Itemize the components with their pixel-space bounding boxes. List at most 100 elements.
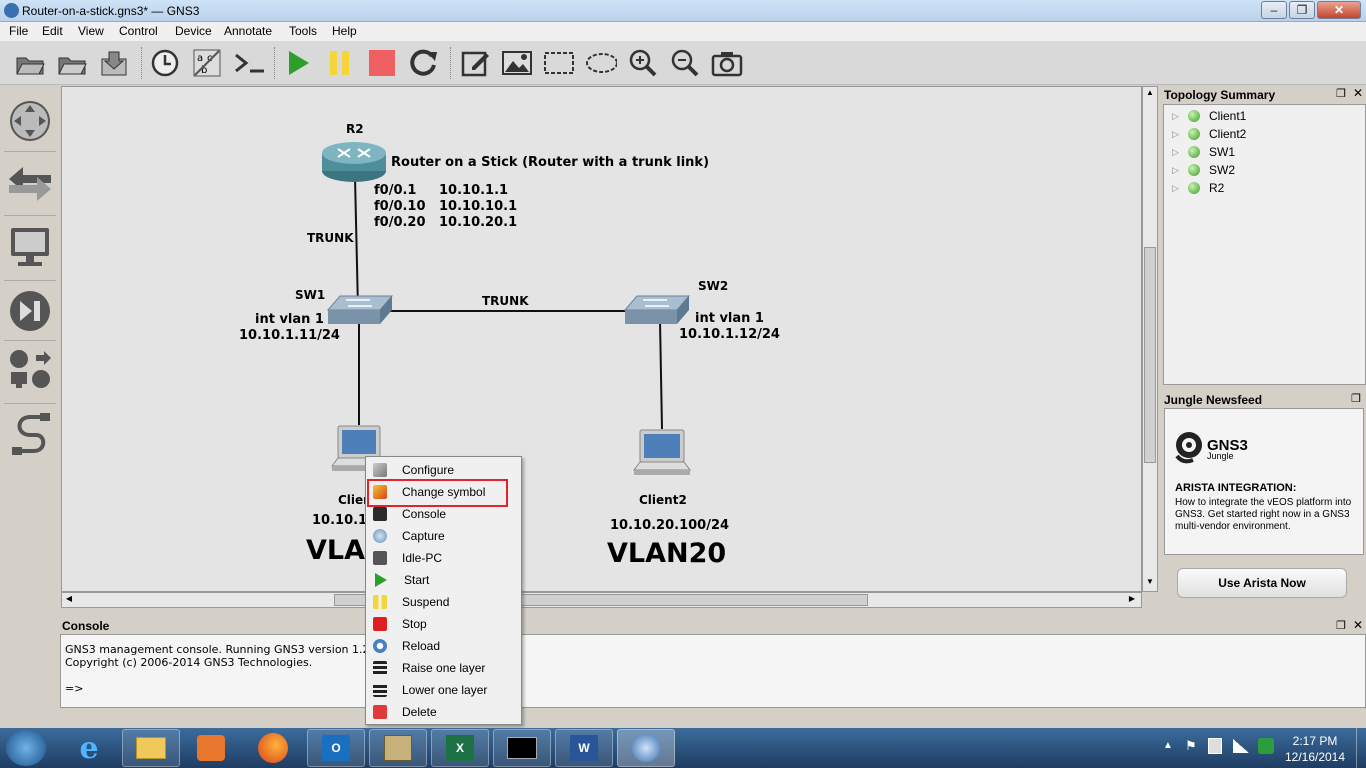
insert-image-button[interactable] xyxy=(501,47,533,79)
note-vlan20[interactable]: VLAN20 xyxy=(607,538,727,569)
note-sw2-vlan[interactable]: int vlan 1 xyxy=(695,311,764,326)
browse-end-devices-button[interactable] xyxy=(6,221,54,273)
ctx-idle-pc[interactable]: Idle-PC xyxy=(366,547,521,569)
browse-switches-button[interactable] xyxy=(6,157,54,209)
note-r2-interfaces[interactable]: f0/0.1 f0/0.10 f0/0.20 xyxy=(374,183,426,230)
clock-date[interactable]: 12/16/2014 xyxy=(1284,750,1346,764)
menu-file[interactable]: File xyxy=(9,24,29,38)
taskbar-firefox[interactable] xyxy=(244,729,302,767)
canvas-vertical-scrollbar[interactable]: ▲ ▼ xyxy=(1142,86,1158,592)
taskbar-app[interactable] xyxy=(369,729,427,767)
topology-canvas[interactable]: R2 SW1 SW2 Clien Client2 Router on a Sti… xyxy=(61,86,1142,592)
console-output[interactable]: GNS3 management console. Running GNS3 ve… xyxy=(60,634,1366,708)
close-panel-icon[interactable]: ✕ xyxy=(1353,618,1364,632)
expand-arrow-icon[interactable]: ▷ xyxy=(1172,110,1179,121)
device-icon[interactable] xyxy=(1208,738,1222,754)
scroll-up-arrow-icon[interactable]: ▲ xyxy=(1146,88,1154,97)
snapshot-button[interactable] xyxy=(149,47,181,79)
undock-icon[interactable]: ❐ xyxy=(1336,88,1346,100)
note-sw2-ip[interactable]: 10.10.1.12/24 xyxy=(679,327,780,342)
scroll-down-arrow-icon[interactable]: ▼ xyxy=(1146,577,1154,586)
new-project-folder-button[interactable] xyxy=(14,47,46,79)
expand-arrow-icon[interactable]: ▷ xyxy=(1172,128,1179,139)
summary-item-client1[interactable]: ▷Client1 xyxy=(1172,109,1247,123)
menu-edit[interactable]: Edit xyxy=(42,24,63,38)
ctx-delete[interactable]: Delete xyxy=(366,701,521,723)
add-link-button[interactable] xyxy=(6,409,54,461)
menu-tools[interactable]: Tools xyxy=(289,24,318,38)
suspend-all-button[interactable] xyxy=(324,47,356,79)
taskbar-explorer[interactable] xyxy=(122,729,180,767)
summary-item-sw1[interactable]: ▷SW1 xyxy=(1172,145,1236,159)
summary-item-r2[interactable]: ▷R2 xyxy=(1172,181,1225,195)
menu-annotate[interactable]: Annotate xyxy=(224,24,273,38)
save-project-button[interactable] xyxy=(98,47,130,79)
browse-routers-button[interactable] xyxy=(6,95,54,147)
action-center-flag-icon[interactable]: ⚑ xyxy=(1185,738,1197,753)
taskbar-excel[interactable]: X xyxy=(431,729,489,767)
screenshot-button[interactable] xyxy=(711,47,743,79)
summary-item-client2[interactable]: ▷Client2 xyxy=(1172,127,1247,141)
ctx-configure[interactable]: Configure xyxy=(366,459,521,481)
note-client2-ip[interactable]: 10.10.20.100/24 xyxy=(610,518,730,533)
undock-icon[interactable]: ❐ xyxy=(1336,620,1346,632)
minimize-button[interactable]: – xyxy=(1261,1,1287,19)
ctx-console[interactable]: Console xyxy=(366,503,521,525)
menu-help[interactable]: Help xyxy=(332,24,357,38)
vertical-scroll-thumb[interactable] xyxy=(1144,247,1156,463)
console-all-button[interactable] xyxy=(233,47,265,79)
sync-status-icon[interactable] xyxy=(1258,738,1274,754)
note-r2-ips[interactable]: 10.10.1.1 10.10.10.1 10.10.20.1 xyxy=(439,183,518,230)
zoom-in-button[interactable] xyxy=(627,47,659,79)
menu-control[interactable]: Control xyxy=(119,24,158,38)
note-sw1-ip[interactable]: 10.10.1.11/24 xyxy=(239,328,340,343)
ctx-change-symbol[interactable]: Change symbol xyxy=(366,481,521,503)
canvas-horizontal-scrollbar[interactable]: ◀ ▶ xyxy=(61,592,1142,608)
start-all-button[interactable] xyxy=(282,47,314,79)
note-title[interactable]: Router on a Stick (Router with a trunk l… xyxy=(391,155,710,170)
taskbar-word[interactable]: W xyxy=(555,729,613,767)
add-note-button[interactable] xyxy=(459,47,491,79)
expand-arrow-icon[interactable]: ▷ xyxy=(1172,146,1179,157)
link-r2-sw1[interactable] xyxy=(354,176,359,310)
start-button[interactable] xyxy=(6,730,46,766)
show-desktop-button[interactable] xyxy=(1356,728,1366,768)
close-button[interactable]: ✕ xyxy=(1317,1,1361,19)
router-r2-icon[interactable] xyxy=(320,139,388,185)
expand-arrow-icon[interactable]: ▷ xyxy=(1172,182,1179,193)
taskbar-cmd[interactable] xyxy=(493,729,551,767)
note-client1-ip[interactable]: 10.10.10 xyxy=(312,513,377,528)
taskbar-media-player[interactable] xyxy=(182,729,240,767)
ctx-reload[interactable]: Reload xyxy=(366,635,521,657)
stop-all-button[interactable] xyxy=(366,47,398,79)
expand-arrow-icon[interactable]: ▷ xyxy=(1172,164,1179,175)
summary-item-sw2[interactable]: ▷SW2 xyxy=(1172,163,1236,177)
ctx-lower-layer[interactable]: Lower one layer xyxy=(366,679,521,701)
client1-laptop-icon[interactable] xyxy=(330,424,388,476)
taskbar-outlook[interactable]: O xyxy=(307,729,365,767)
taskbar-ie[interactable]: e xyxy=(60,729,118,767)
taskbar-gns3[interactable] xyxy=(617,729,675,767)
note-trunk-horizontal[interactable]: TRUNK xyxy=(482,294,529,308)
browse-all-devices-button[interactable] xyxy=(6,343,54,395)
note-sw1-vlan[interactable]: int vlan 1 xyxy=(255,312,324,327)
ctx-capture[interactable]: Capture xyxy=(366,525,521,547)
ctx-suspend[interactable]: Suspend xyxy=(366,591,521,613)
ctx-start[interactable]: Start xyxy=(366,569,521,591)
use-arista-now-button[interactable]: Use Arista Now xyxy=(1177,568,1347,598)
show-hidden-icons-icon[interactable]: ▲ xyxy=(1163,740,1173,751)
browse-security-devices-button[interactable] xyxy=(6,285,54,337)
note-trunk-vertical[interactable]: TRUNK xyxy=(307,231,354,245)
reload-all-button[interactable] xyxy=(408,47,440,79)
menu-device[interactable]: Device xyxy=(175,24,212,38)
client2-laptop-icon[interactable] xyxy=(632,428,692,480)
close-panel-icon[interactable]: ✕ xyxy=(1353,86,1364,100)
menu-view[interactable]: View xyxy=(78,24,104,38)
scroll-right-arrow-icon[interactable]: ▶ xyxy=(1128,594,1136,603)
undock-icon[interactable]: ❐ xyxy=(1351,393,1361,405)
switch-sw2-icon[interactable] xyxy=(623,292,691,328)
clock-time[interactable]: 2:17 PM xyxy=(1292,734,1338,748)
draw-rectangle-button[interactable] xyxy=(543,47,575,79)
console-prompt[interactable]: => xyxy=(65,682,84,695)
